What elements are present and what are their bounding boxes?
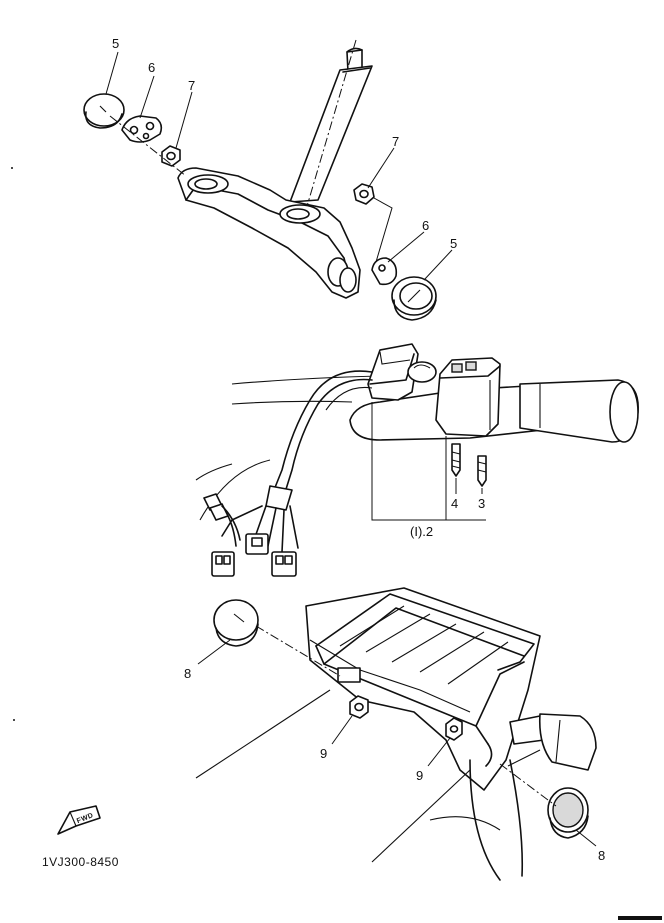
reflector-rear-right — [547, 787, 589, 839]
nut-upper-left — [161, 145, 181, 167]
callout-9-rear-right: 9 — [416, 768, 423, 783]
margin-dot-2 — [13, 719, 15, 721]
nut-upper-right — [353, 183, 375, 205]
callout-7-upper-left: 7 — [188, 78, 195, 93]
callout-5-upper-right: 5 — [450, 236, 457, 251]
callout-3: 3 — [478, 496, 485, 511]
callout-7-upper-right: 7 — [392, 134, 399, 149]
reflector-upper-left — [83, 93, 125, 129]
centerline-upper-left — [109, 115, 187, 177]
reflector-stay-upper-right — [371, 257, 398, 286]
wiring-harness — [203, 370, 373, 577]
border-fragment — [618, 916, 662, 920]
group-bracket-switches — [371, 402, 486, 521]
callout-6-upper-left: 6 — [148, 60, 155, 75]
centerline-rear-left — [255, 625, 341, 677]
callout-4: 4 — [451, 496, 458, 511]
nut-rear-left — [349, 695, 369, 719]
reflector-rear-left — [213, 599, 259, 647]
callout-8-rear-left: 8 — [184, 666, 191, 681]
reflector-stay-upper-left — [121, 115, 163, 143]
centerline-rear-right — [499, 763, 557, 807]
callout-8-rear-right: 8 — [598, 848, 605, 863]
reflector-upper-right — [391, 276, 437, 321]
steering-stem-assembly — [177, 39, 373, 299]
callout-9-rear-left: 9 — [320, 746, 327, 761]
rear-carrier-assembly — [305, 587, 597, 881]
margin-dot — [11, 167, 13, 169]
handlebar-assembly — [195, 343, 639, 521]
callout-5-upper-left: 5 — [112, 36, 119, 51]
fwd-arrow-icon: FWD — [57, 805, 101, 835]
nut-rear-right — [445, 717, 463, 741]
callout-1-2: (I).2 — [410, 524, 433, 539]
part-code: 1VJ300-8450 — [42, 855, 119, 869]
leader-lines — [105, 51, 597, 847]
callout-6-upper-right: 6 — [422, 218, 429, 233]
